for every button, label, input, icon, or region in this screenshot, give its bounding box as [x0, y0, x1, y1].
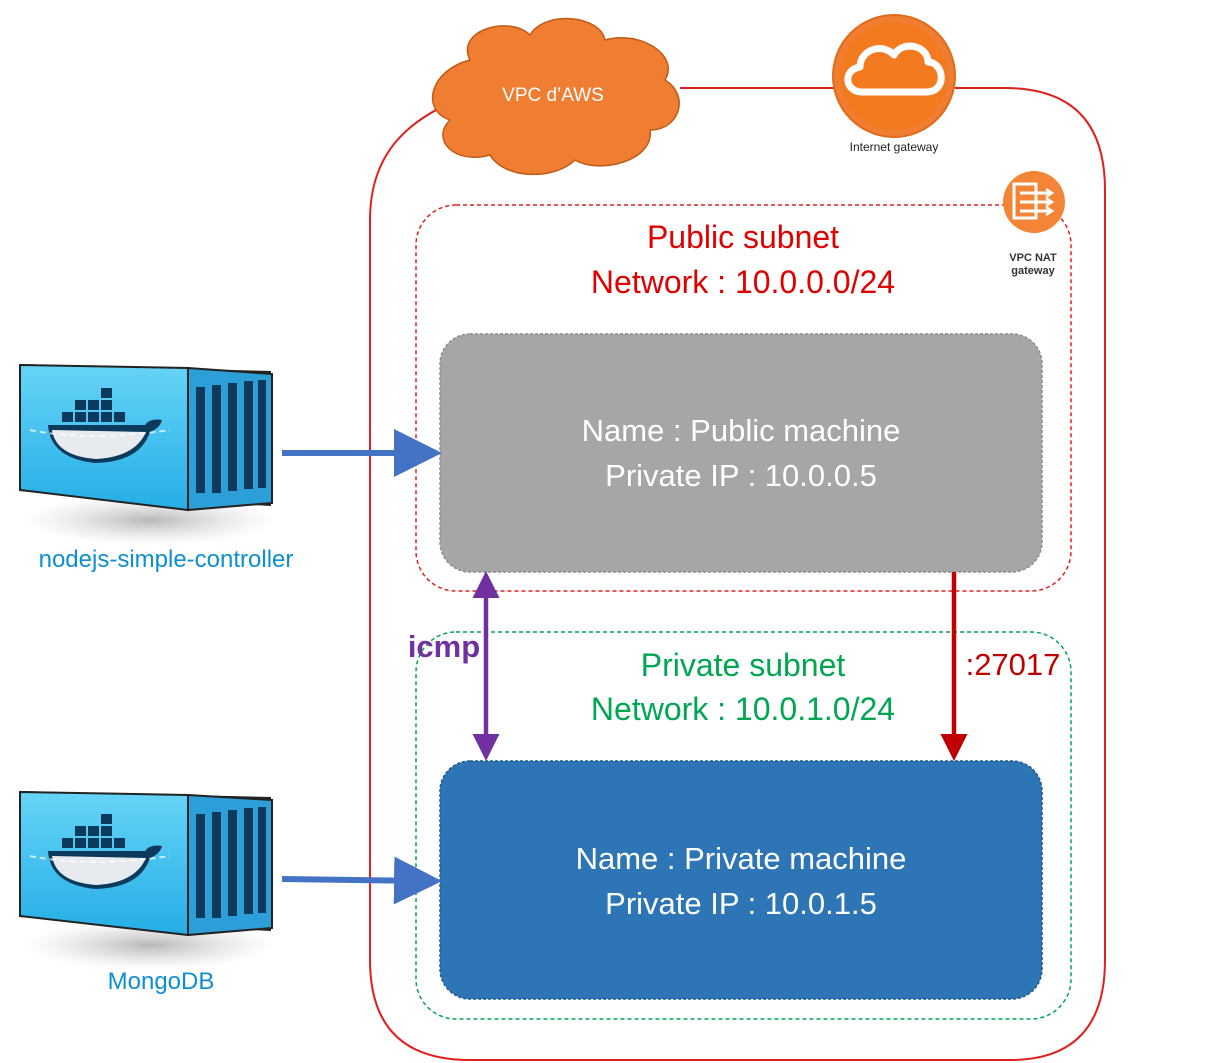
private-machine-name: Name : Private machine	[576, 841, 907, 876]
nat-gateway-label-line2: gateway	[1011, 265, 1055, 277]
public-machine-name: Name : Public machine	[582, 413, 901, 448]
mongo-port-label: :27017	[966, 647, 1061, 682]
mongo-arrow	[281, 856, 442, 905]
controller-label: nodejs-simple-controller	[39, 546, 294, 573]
private-machine-box	[439, 760, 1043, 1000]
docker-container-controller-icon	[19, 363, 275, 545]
private-subnet-title: Private subnet	[641, 647, 846, 683]
public-machine-ip: Private IP : 10.0.0.5	[605, 458, 877, 493]
vpc-border	[369, 87, 1106, 1061]
mongodb-label: MongoDB	[108, 968, 215, 995]
public-subnet-title: Public subnet	[647, 219, 839, 255]
internet-gateway-label: Internet gateway	[850, 140, 939, 154]
vpc-cloud-icon	[431, 17, 680, 176]
public-subnet-border	[415, 204, 1072, 592]
nat-gateway-icon	[1003, 171, 1065, 233]
docker-container-mongodb-icon	[19, 790, 275, 970]
private-subnet-border	[415, 631, 1072, 1020]
private-subnet-network: Network : 10.0.1.0/24	[591, 691, 895, 727]
vpc-label: VPC d’AWS	[502, 85, 604, 106]
public-machine-box	[439, 333, 1043, 573]
public-subnet-network: Network : 10.0.0.0/24	[591, 264, 895, 300]
internet-gateway-icon	[832, 14, 956, 138]
icmp-label: icmp	[408, 629, 480, 664]
private-machine-ip: Private IP : 10.0.1.5	[605, 886, 877, 921]
nat-gateway-label-line1: VPC NAT	[1009, 252, 1057, 264]
